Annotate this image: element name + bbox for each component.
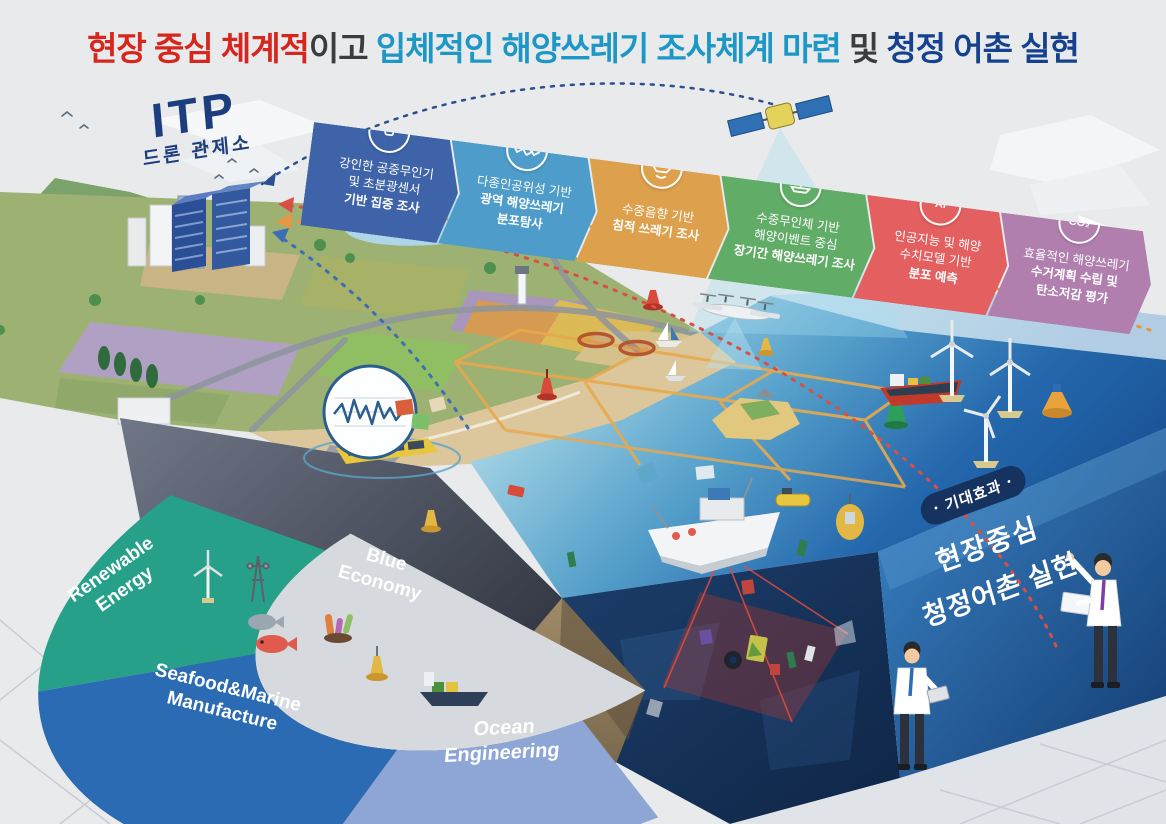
- effects-face: [878, 428, 1166, 778]
- cargo-ship-small-icon: [420, 672, 488, 706]
- title-seg-4: 및: [840, 30, 887, 67]
- banner-satellite-survey: 다종인공위성 기반 광역 해양쓰레기 분포탐사: [438, 140, 602, 263]
- sailboat-icon: [655, 322, 686, 381]
- badge-dot: •: [932, 502, 941, 515]
- drone-beam: [706, 318, 762, 370]
- floating-debris: [395, 396, 808, 595]
- transmission-tower-icon: [246, 555, 270, 603]
- person-presenting: [1060, 553, 1122, 688]
- fish-icon: [248, 614, 297, 653]
- drone-aircraft-icon: [692, 293, 780, 321]
- underwater-face: [562, 552, 924, 824]
- ring-segment-ocean-eng: [306, 720, 659, 824]
- banner-usv-longterm-survey: 수중무인체 기반 해양이벤트 중심 장기간 해양쓰레기 조사: [708, 176, 880, 300]
- title-seg-3: 입체적인 해양쓰레기 조사체계 마련: [375, 30, 842, 67]
- cargo-ship-icon: [880, 374, 962, 406]
- banner-ai-prediction: AI 인공지능 및 해양 수치모델 기반 분포 예측: [854, 195, 1014, 317]
- sky-clouds: [150, 100, 1160, 246]
- itp-server-buildings: [172, 181, 266, 272]
- yellow-buoy-icon: [421, 338, 1072, 533]
- banner-acoustic-survey: 수중음향 기반 침적 쓰레기 조사: [576, 158, 734, 280]
- island: [712, 388, 800, 440]
- birds: [61, 110, 259, 179]
- trees: [0, 239, 496, 388]
- underwater-robot-icon: [775, 488, 864, 540]
- banner-aerial-drone-survey: 강인한 공중무인기 및 초분광센서 기반 집중 조사: [300, 122, 464, 245]
- ring-inner-disc: [255, 533, 646, 751]
- buoy-icon: [366, 646, 388, 681]
- person-with-laptop: [893, 641, 950, 770]
- page-title: 현장 중심 체계적이고 입체적인 해양쓰레기 조사체계 마련 및 청정 어촌 실…: [0, 22, 1166, 70]
- coral-icon: [324, 614, 353, 643]
- ring-segment-renewable: [38, 495, 326, 692]
- badge-dot: •: [1005, 475, 1014, 488]
- waveform-gauge-icon: [322, 364, 418, 460]
- lighthouse-icon: [515, 266, 529, 305]
- effects-face-highlight: [878, 428, 1166, 590]
- title-seg-5: 청정 어촌 실현: [886, 30, 1079, 67]
- title-seg-1: 현장 중심 체계적: [87, 30, 310, 67]
- wind-turbines-offshore: [930, 320, 1031, 468]
- wind-turbine-icon: [193, 550, 223, 603]
- usv-link-path: [280, 236, 470, 430]
- red-buoy-icon: [537, 290, 663, 401]
- research-vessel-icon: [648, 477, 780, 574]
- satellite-icon: [727, 95, 833, 137]
- ring-chart: [38, 495, 659, 824]
- survey-grid: [453, 328, 907, 489]
- banner-collection-carbon-eval: CO₂ 효율적인 해양쓰레기 수거계획 수립 및 탄소저감 평가: [987, 212, 1157, 336]
- ring-segment-seafood: [38, 654, 397, 824]
- fish-farm-rings: [577, 331, 656, 357]
- title-seg-2: 이고: [308, 30, 376, 67]
- ring-inner-icons: [193, 550, 488, 706]
